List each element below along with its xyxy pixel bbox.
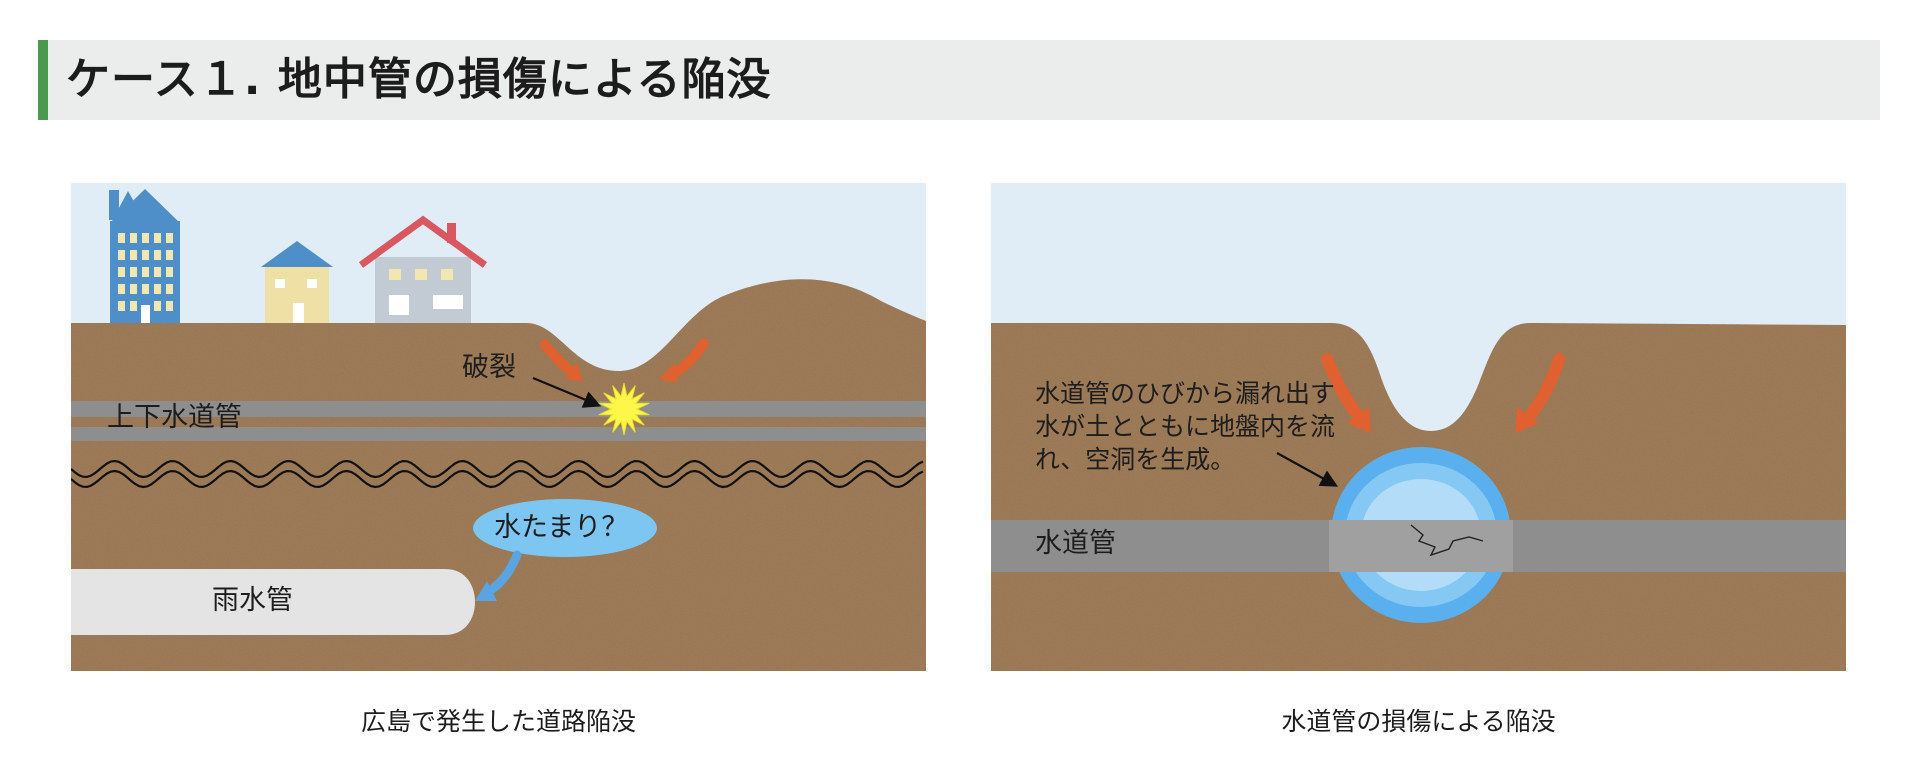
puddle-arrow	[484, 550, 522, 596]
house-icon	[261, 241, 333, 323]
rupture-pointer	[532, 376, 602, 408]
diagram-left	[71, 183, 926, 671]
water-sewer-pipe-label: 上下水道管	[107, 402, 242, 433]
soil-flow-arrowheads	[565, 363, 677, 383]
wavy-layer-line	[71, 459, 924, 479]
storm-drain-pipe	[71, 569, 475, 635]
puddle-arrowhead	[475, 581, 497, 601]
note-pointer	[1276, 452, 1339, 487]
storm-drain-label: 雨水管	[212, 585, 293, 616]
soil-flow-arrows	[1321, 353, 1565, 423]
house-icon-large	[358, 215, 488, 323]
section-title-bar: ケース１. 地中管の損傷による陥没	[38, 40, 1880, 120]
figure-road-collapse-hiroshima: 破裂 上下水道管 水たまり？ 雨水管	[71, 183, 926, 671]
pipe-crack	[1410, 524, 1484, 557]
leak-explanation-label: 水道管のひびから漏れ出す水が土とともに地盤内を流れ、空洞を生成。	[1035, 379, 1336, 474]
puddle-bubble	[473, 499, 657, 557]
figure-water-pipe-damage: 水道管のひびから漏れ出す水が土とともに地盤内を流れ、空洞を生成。 水道管	[991, 183, 1846, 671]
soil-flow-arrowheads	[1347, 407, 1539, 433]
water-pipe	[71, 401, 926, 417]
page-title: ケース１. 地中管の損傷による陥没	[66, 54, 772, 105]
figure-caption-left: 広島で発生した道路陥没	[360, 707, 636, 736]
rupture-label: 破裂	[462, 352, 516, 383]
figure-caption-right: 水道管の損傷による陥没	[1281, 707, 1556, 736]
puddle-label: 水たまり？	[494, 512, 629, 543]
burst-icon	[598, 382, 650, 436]
water-pipe-leak-zone	[1329, 520, 1513, 572]
wavy-layer-line	[71, 469, 924, 489]
water-pipe-label: 水道管	[1035, 528, 1116, 559]
diagram-right	[991, 183, 1846, 671]
sewer-pipe	[71, 427, 926, 441]
title-accent-bar	[38, 40, 48, 120]
tall-building-icon	[109, 189, 180, 323]
